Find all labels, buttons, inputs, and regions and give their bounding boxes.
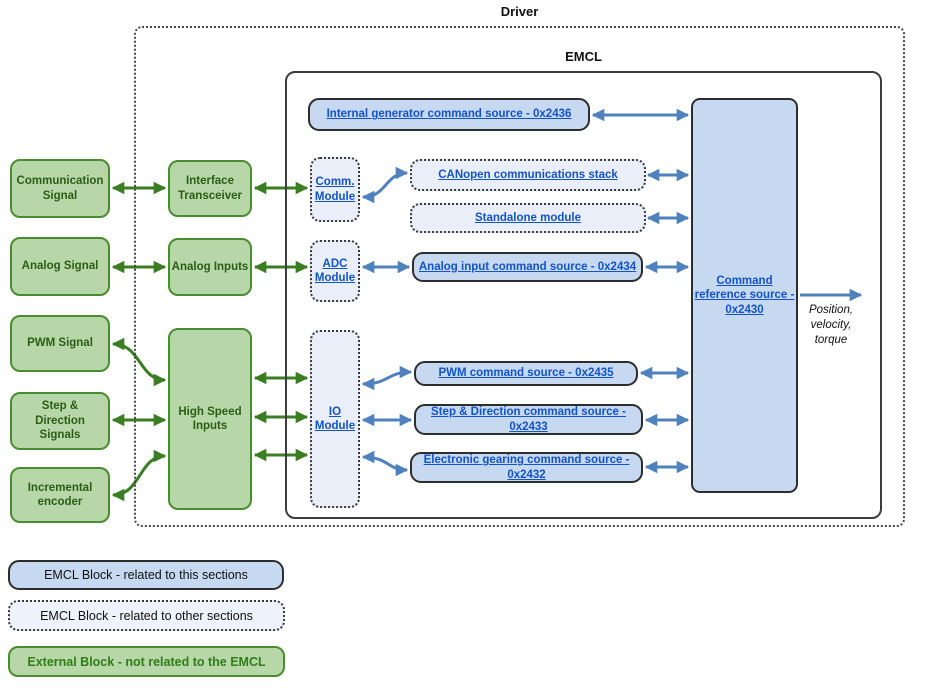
block-label: Analog Signal — [21, 260, 99, 273]
block-analog-input-cmd: Analog input command source - 0x2434 — [412, 252, 643, 282]
block-internal-generator-cmd: Internal generator command source - 0x24… — [308, 98, 590, 131]
driver-boundary-box — [134, 26, 905, 527]
legend-emcl-this-section: EMCL Block - related to this sections — [8, 560, 284, 590]
block-incremental-encoder: Incremental encoder — [10, 467, 110, 523]
block-step-direction-cmd: Step & Direction command source - 0x2433 — [414, 404, 643, 435]
emcl-boundary-box — [285, 71, 882, 519]
legend-label: External Block - not related to the EMCL — [27, 654, 266, 669]
adc-module-link[interactable]: ADC Module — [314, 257, 356, 284]
block-pwm-signal: PWM Signal — [10, 315, 110, 372]
block-analog-signal: Analog Signal — [10, 237, 110, 296]
block-comm-module: Comm. Module — [310, 157, 360, 222]
legend-external-block: External Block - not related to the EMCL — [8, 646, 285, 677]
block-label: PWM Signal — [27, 337, 93, 350]
standalone-module-link[interactable]: Standalone module — [474, 211, 582, 224]
block-electronic-gearing-cmd: Electronic gearing command source - 0x24… — [410, 452, 643, 483]
block-command-reference: Command reference source - 0x2430 — [691, 98, 798, 493]
block-analog-inputs: Analog Inputs — [168, 238, 252, 296]
legend-label: EMCL Block - related to other sections — [40, 608, 253, 623]
block-standalone-module: Standalone module — [410, 203, 646, 233]
command-reference-link[interactable]: Command reference source - 0x2430 — [694, 274, 795, 316]
legend-emcl-other-sections: EMCL Block - related to other sections — [8, 600, 285, 631]
block-step-direction-signals: Step & Direction Signals — [10, 392, 110, 450]
block-canopen-stack: CANopen communications stack — [410, 159, 646, 191]
output-label: Position, velocity, torque — [808, 304, 854, 346]
internal-generator-cmd-link[interactable]: Internal generator command source - 0x24… — [326, 108, 572, 121]
pwm-cmd-link[interactable]: PWM command source - 0x2435 — [438, 367, 614, 380]
canopen-stack-link[interactable]: CANopen communications stack — [438, 168, 618, 181]
comm-module-link[interactable]: Comm. Module — [314, 176, 356, 203]
block-high-speed-inputs: High Speed Inputs — [168, 328, 252, 510]
electronic-gearing-cmd-link[interactable]: Electronic gearing command source - 0x24… — [423, 454, 630, 481]
block-label: High Speed Inputs — [178, 405, 242, 432]
block-label: Step & Direction Signals — [35, 400, 85, 442]
block-pwm-cmd: PWM command source - 0x2435 — [414, 361, 638, 386]
block-label: Interface Transceiver — [178, 175, 242, 202]
block-interface-transceiver: Interface Transceiver — [168, 160, 252, 217]
io-module-link[interactable]: IO Module — [314, 405, 356, 432]
driver-title: Driver — [500, 4, 539, 19]
block-io-module: IO Module — [310, 330, 360, 508]
block-label: Communication Signal — [16, 175, 104, 202]
block-adc-module: ADC Module — [310, 240, 360, 302]
step-direction-cmd-link[interactable]: Step & Direction command source - 0x2433 — [431, 406, 626, 433]
legend-label: EMCL Block - related to this sections — [44, 568, 248, 582]
emcl-title: EMCL — [565, 49, 602, 64]
block-label: Incremental encoder — [27, 481, 93, 508]
block-label: Analog Inputs — [171, 260, 249, 273]
analog-input-cmd-link[interactable]: Analog input command source - 0x2434 — [418, 260, 637, 273]
block-communication-signal: Communication Signal — [10, 159, 110, 218]
